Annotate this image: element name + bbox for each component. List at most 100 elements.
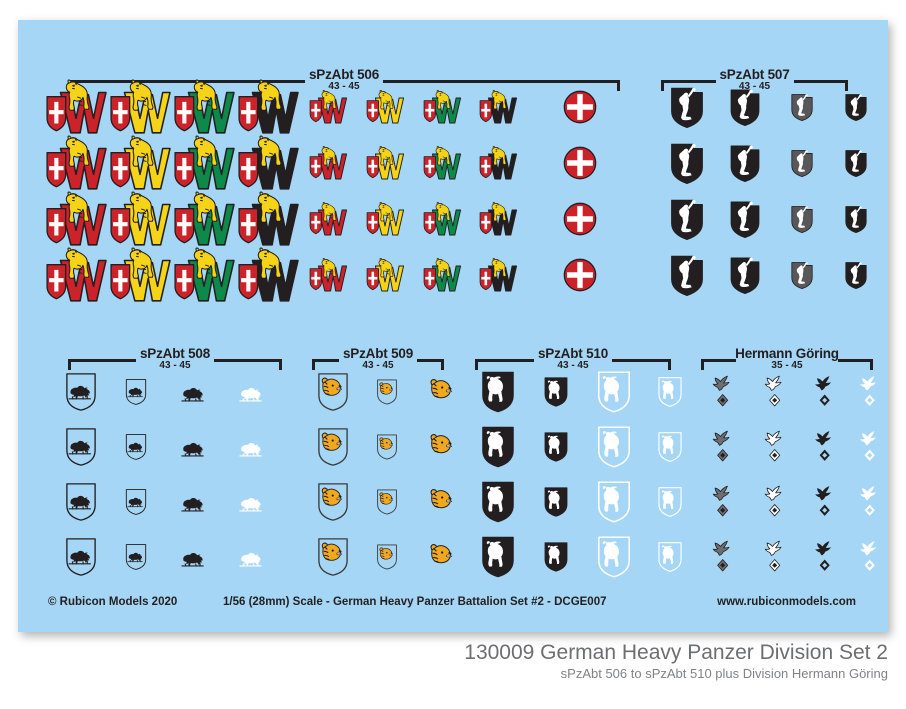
decal-w-tiger	[174, 191, 235, 246]
decal-508-bison	[176, 545, 210, 569]
decal-506-w-large	[45, 246, 107, 304]
decal-508-bison	[234, 380, 268, 404]
decal-507-knight-shield	[844, 260, 868, 289]
decal-w-tiger	[479, 201, 518, 236]
decal-knight-shield	[845, 94, 867, 121]
section-years: 43 - 45	[159, 360, 191, 371]
decal-506-roundel	[563, 146, 597, 180]
decal-bear-shield	[597, 371, 631, 413]
decal-506-w-small	[366, 145, 405, 181]
decal-w-tiger	[423, 145, 462, 180]
caption-subtitle: sPzAbt 506 to sPzAbt 510 plus Division H…	[560, 666, 888, 681]
decal-509-tigerhead	[376, 488, 398, 516]
decal-hg-eagle	[813, 375, 838, 409]
decal-w-tiger	[238, 247, 299, 302]
copyright-text: © Rubicon Models 2020	[48, 596, 178, 608]
bracket-tick-right	[668, 359, 671, 370]
decal-506-w-small	[479, 201, 518, 237]
decal-knight-shield	[671, 87, 703, 128]
decal-bear-shield	[597, 536, 631, 578]
decal-506-w-small	[423, 145, 462, 181]
decal-tigerhead-shield	[377, 434, 397, 460]
decal-diving-eagle	[764, 430, 782, 462]
decal-w-tiger	[174, 247, 235, 302]
decal-w-tiger	[309, 201, 348, 236]
decal-w-tiger	[366, 145, 405, 180]
decal-510-bear-shield	[543, 431, 568, 462]
section-title: sPzAbt 506	[308, 67, 380, 82]
decal-506-w-small	[479, 257, 518, 293]
decal-tigerhead-shield	[318, 373, 348, 411]
decal-507-knight-shield	[669, 253, 705, 297]
decal-knight-shield	[845, 150, 867, 177]
decal-w-tiger	[366, 201, 405, 236]
decal-diving-eagle	[712, 540, 730, 572]
decal-507-knight-shield	[729, 87, 761, 127]
decal-knight-shield	[730, 145, 760, 182]
decal-506-w-large	[173, 134, 235, 192]
decal-knight-shield	[791, 150, 813, 177]
decal-bear-shield	[482, 536, 514, 578]
decal-bear-shield	[658, 487, 682, 517]
decal-w-tiger	[238, 191, 299, 246]
bracket-title-gap	[339, 358, 417, 363]
decal-diving-eagle	[860, 376, 877, 406]
decal-tigerhead	[430, 379, 453, 399]
decal-knight-shield	[791, 262, 813, 289]
decal-w-tiger	[46, 247, 107, 302]
decal-bison-shield	[125, 544, 147, 570]
decal-bear-shield	[597, 481, 631, 523]
decal-506-w-large	[237, 246, 299, 304]
website-url[interactable]: www.rubiconmodels.com	[717, 596, 856, 608]
decal-510-bear-shield	[657, 541, 682, 572]
decal-506-w-small	[309, 257, 348, 293]
decal-510-bear-shield	[543, 541, 568, 572]
decal-510-bear-shield	[657, 376, 682, 407]
decal-bison-silhouette	[181, 552, 204, 567]
product-caption: 130009 German Heavy Panzer Division Set …	[188, 640, 888, 682]
decal-bison-silhouette	[239, 387, 262, 402]
decal-tigerhead-shield	[377, 544, 397, 570]
decal-diving-eagle	[712, 485, 730, 517]
decal-509-tigerhead	[427, 433, 457, 462]
decal-508-bison	[64, 371, 98, 413]
decal-bison-shield	[66, 538, 96, 576]
decal-w-tiger	[309, 257, 348, 292]
decal-w-tiger	[366, 257, 405, 292]
decal-w-tiger	[238, 135, 299, 190]
decal-510-bear-shield	[481, 535, 516, 578]
decal-diving-eagle	[860, 486, 877, 516]
decal-508-bison	[176, 380, 210, 404]
decal-bison-shield	[125, 379, 147, 405]
decal-bison-silhouette	[181, 387, 204, 402]
decal-bison-shield	[66, 373, 96, 411]
decal-bison-shield	[66, 428, 96, 466]
decal-tigerhead	[430, 544, 453, 564]
bracket-tick-left	[661, 80, 664, 91]
decal-hg-eagle	[711, 430, 736, 464]
decal-506-roundel	[563, 202, 597, 236]
bracket-tick-right	[441, 359, 444, 370]
decal-510-bear-shield	[657, 486, 682, 517]
decal-hg-eagle	[813, 485, 838, 519]
decal-509-tigerhead	[376, 543, 398, 571]
decal-bear-shield	[544, 487, 568, 517]
section-years: 43 - 45	[738, 81, 771, 92]
decal-diving-eagle	[860, 431, 877, 461]
decal-508-bison	[234, 490, 268, 514]
decal-506-w-small	[309, 89, 348, 125]
decal-w-tiger	[46, 135, 107, 190]
decal-506-w-large	[109, 246, 171, 304]
decal-red-cross-roundel	[563, 90, 597, 124]
decal-w-tiger	[110, 135, 171, 190]
decal-w-tiger	[238, 79, 299, 134]
decal-red-cross-roundel	[563, 258, 597, 292]
decal-506-w-large	[237, 190, 299, 248]
decal-508-bison	[124, 433, 147, 462]
decal-tigerhead-shield	[377, 489, 397, 515]
decal-508-bison	[64, 481, 98, 523]
